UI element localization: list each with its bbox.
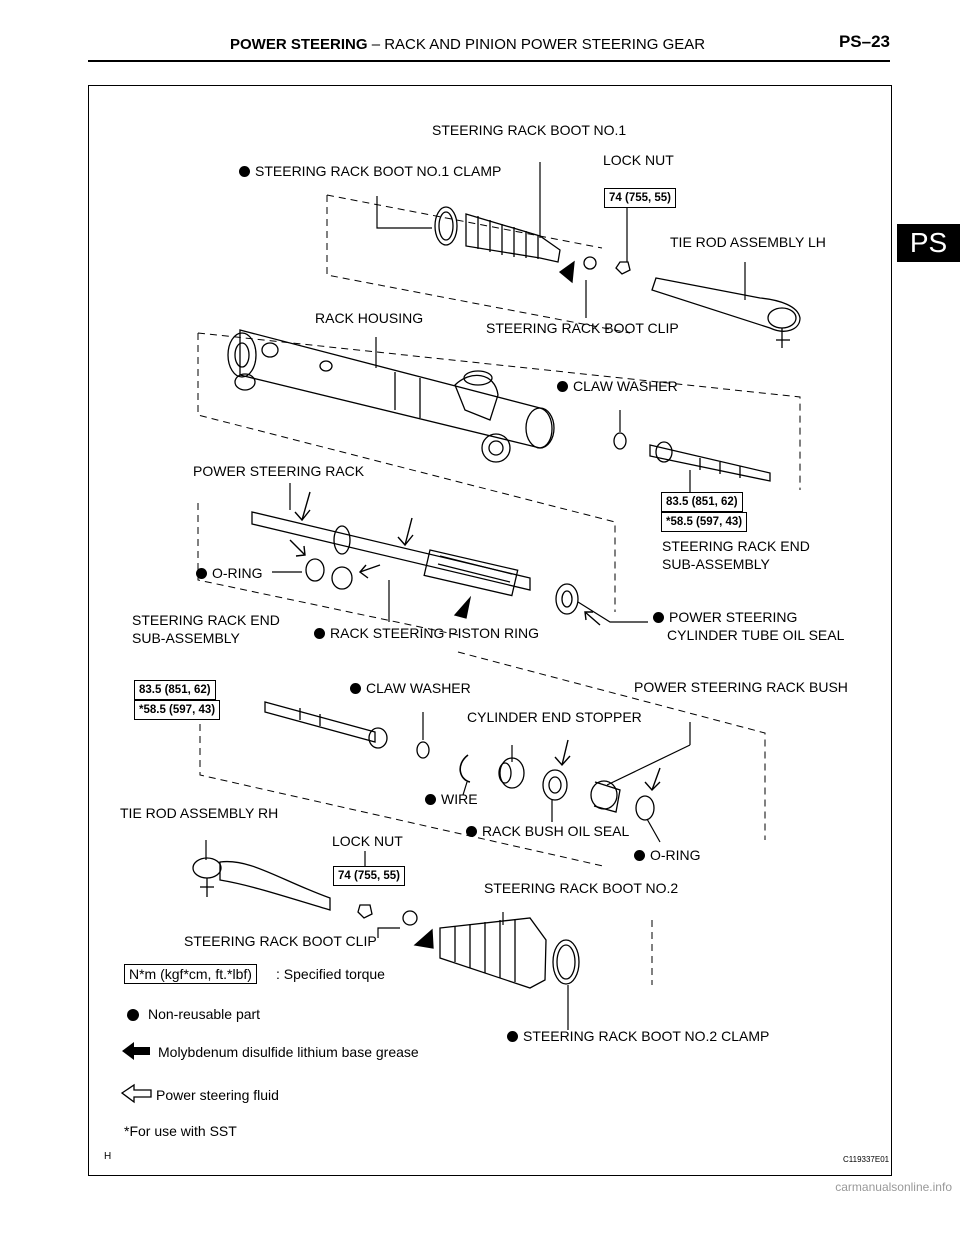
label-claw-washer-mid: CLAW WASHER [350,680,471,697]
grease-arrow-2 [453,595,472,619]
label-rack-end-left-1: STEERING RACK END [132,612,280,628]
rack-end-left [264,701,388,749]
label-boot-clip-bottom: STEERING RACK BOOT CLIP [184,933,377,949]
legend-dot [127,1009,139,1021]
boot2-bellows [439,917,547,989]
label-cyl-stopper: CYLINDER END STOPPER [467,709,642,725]
label-tube-seal-1: POWER STEERING [653,609,797,626]
boot1-clamp [434,206,458,246]
label-o-ring-bottom: O-RING [634,847,701,864]
lock-nut-bottom [357,904,373,919]
cyl-end-stopper [498,757,525,789]
legend-unit-desc: : Specified torque [276,966,385,982]
label-rack-housing: RACK HOUSING [315,310,424,326]
label-tube-seal-2: CYLINDER TUBE OIL SEAL [667,627,845,643]
label-claw-washer-top: CLAW WASHER [557,378,678,395]
label-rack-end-right-2: SUB-ASSEMBLY [662,556,770,572]
power-steering-rack [251,511,531,597]
label-boot1-clamp: STEERING RACK BOOT NO.1 CLAMP [239,163,501,180]
lock-nut-top [615,261,631,275]
header-subsection: RACK AND PINION POWER STEERING GEAR [384,36,706,53]
label-power-rack: POWER STEERING RACK [193,463,365,479]
o-ring-top [305,558,325,582]
label-lock-nut-bottom: LOCK NUT [332,833,403,849]
claw-washer-top [613,432,627,450]
section-tab[interactable]: PS [897,224,960,262]
footer-letter: H [104,1151,112,1162]
piston-ring [331,566,353,590]
torque-lock-nut-bottom: 74 (755, 55) [333,866,406,886]
o-ring-bottom [635,795,655,821]
label-boot2: STEERING RACK BOOT NO.2 [484,880,679,896]
label-boot-clip-top: STEERING RACK BOOT CLIP [486,320,679,336]
label-bush-seal: RACK BUSH OIL SEAL [466,823,629,840]
page-header: POWER STEERING – RACK AND PINION POWER S… [88,30,890,62]
legend-non-reusable: Non-reusable part [148,1006,261,1022]
cyl-tube-oil-seal [555,583,579,615]
label-rack-end-left-2: SUB-ASSEMBLY [132,630,240,646]
legend-grease: Molybdenum disulfide lithium base grease [158,1044,419,1060]
label-piston-ring: RACK STEERING PISTON RING [314,625,539,642]
label-rack-bush: POWER STEERING RACK BUSH [634,679,848,695]
group-outlines [197,194,801,985]
figure-code: C119337E01 [843,1155,890,1164]
torque-rack-end-left-b: *58.5 (597, 43) [134,700,221,720]
tie-rod-lh [651,277,801,348]
torque-rack-end-right-b: *58.5 (597, 43) [661,512,748,532]
legend-sst: *For use with SST [124,1123,237,1139]
rack-bush-oil-seal [542,769,568,801]
label-tie-rod-rh: TIE ROD ASSEMBLY RH [120,805,279,821]
header-section: POWER STEERING [230,36,368,53]
fluid-arrows [289,491,661,792]
label-tie-rod-lh: TIE ROD ASSEMBLY LH [670,234,826,250]
label-lock-nut-top: LOCK NUT [603,152,674,168]
header-separator: – [371,36,381,53]
legend-fluid-arrow [120,1083,152,1104]
boot2-clamp [552,939,580,985]
watermark: carmanualsonline.info [0,1180,960,1194]
boot-clip-top [583,256,597,270]
label-rack-end-right-1: STEERING RACK END [662,538,810,554]
boot1-bellows [465,213,561,263]
legend-grease-arrow [122,1042,150,1060]
torque-lock-nut-top: 74 (755, 55) [604,188,677,208]
claw-washer-mid [416,741,430,759]
grease-arrow-1 [558,260,575,284]
grease-arrow-3 [413,928,434,949]
header-title: POWER STEERING – RACK AND PINION POWER S… [230,36,705,53]
rack-housing [227,329,555,463]
label-o-ring-top: O-RING [196,565,263,582]
figure-frame [88,85,892,1176]
page-number: PS–23 [838,32,890,51]
watermark-text: carmanualsonline.info [835,1180,952,1194]
rack-end-right [649,441,771,482]
tie-rod-rh [192,857,331,911]
label-boot2-clamp: STEERING RACK BOOT NO.2 CLAMP [507,1028,769,1045]
torque-rack-end-right-a: 83.5 (851, 62) [661,492,743,512]
legend-fluid: Power steering fluid [156,1087,279,1103]
label-boot1: STEERING RACK BOOT NO.1 [432,122,627,138]
wire-part [459,754,471,783]
leader-lines [205,162,746,1030]
torque-rack-end-left-a: 83.5 (851, 62) [134,680,216,700]
legend-unit-box: N*m (kgf*cm, ft.*lbf) [124,964,257,984]
rack-bush [590,780,621,813]
label-wire: WIRE [425,791,478,808]
boot-clip-bottom [402,910,418,926]
